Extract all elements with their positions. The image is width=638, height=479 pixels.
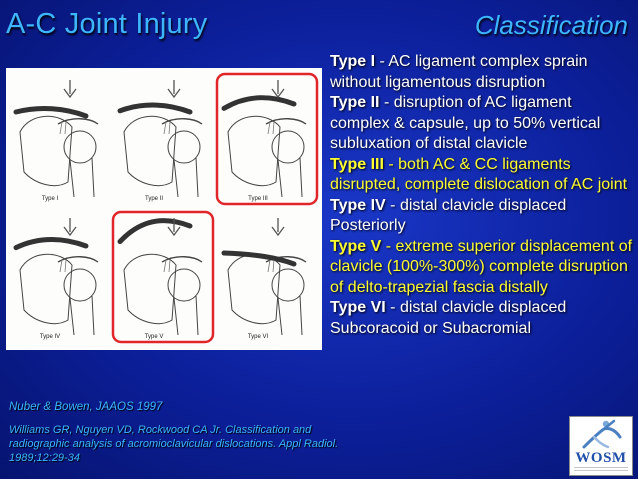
panel-label: Type II: [145, 196, 163, 202]
type-name: Type V: [330, 237, 382, 255]
figure-panel-2: Type II: [117, 80, 203, 202]
type-name: Type VI: [330, 299, 386, 316]
wosm-figure-icon: [582, 419, 622, 449]
panel-label: Type I: [42, 196, 59, 202]
type-description: - both AC & CC ligaments disrupted, comp…: [330, 155, 628, 194]
figure-panel-4: Type IV: [13, 218, 99, 340]
highlight-frame: [215, 72, 319, 206]
type-entry-1: Type I - AC ligament complex sprain with…: [330, 52, 635, 93]
logo-text: WOSM: [575, 450, 627, 466]
type-entry-4: Type IV - distal clavicle displaced Post…: [330, 196, 635, 237]
type-entry-5: Type V - extreme superior displacement o…: [330, 237, 635, 299]
type-list: Type I - AC ligament complex sprain with…: [330, 52, 635, 339]
type-name: Type I: [330, 53, 376, 70]
type-name: Type III: [330, 155, 384, 173]
type-name: Type II: [330, 94, 380, 111]
type-description: - AC ligament complex sprain without lig…: [330, 53, 588, 91]
wosm-logo: WOSM: [569, 416, 633, 476]
type-description: - extreme superior displacement of clavi…: [330, 237, 633, 296]
panel-label: Type IV: [40, 334, 60, 340]
reference-williams: Williams GR, Nguyen VD, Rockwood CA Jr. …: [9, 424, 339, 464]
type-entry-6: Type VI - distal clavicle displaced Subc…: [330, 298, 635, 339]
figure-panel-6: Type VI: [221, 218, 307, 340]
reference-nuber: Nuber & Bowen, JAAOS 1997: [9, 401, 163, 413]
type-entry-2: Type II - disruption of AC ligament comp…: [330, 93, 635, 155]
slide-subtitle: Classification: [474, 10, 628, 40]
panel-label: Type V: [145, 334, 164, 340]
classification-illustration: Type I Type II Type III Type IV Type V Type V…: [13, 72, 319, 344]
classification-figure: Type I Type II Type III Type IV Type V Type V…: [6, 68, 322, 350]
type-name: Type IV: [330, 196, 386, 214]
panel-label: Type III: [248, 196, 268, 202]
type-description: - distal clavicle displaced Subcoracoid …: [330, 299, 567, 337]
panel-label: Type VI: [248, 334, 269, 340]
figure-panel-1: Type I: [13, 80, 99, 202]
highlight-frame: [111, 210, 215, 344]
type-description: - distal clavicle displaced Posteriorly: [330, 196, 567, 235]
type-description: - disruption of AC ligament complex & ca…: [330, 94, 601, 152]
figure-panel-5: Type V: [111, 210, 215, 344]
logo-fine-lines: [574, 467, 628, 471]
type-entry-3: Type III - both AC & CC ligaments disrup…: [330, 155, 635, 196]
figure-panel-3: Type III: [215, 72, 319, 206]
slide-title: A-C Joint Injury: [6, 8, 208, 40]
